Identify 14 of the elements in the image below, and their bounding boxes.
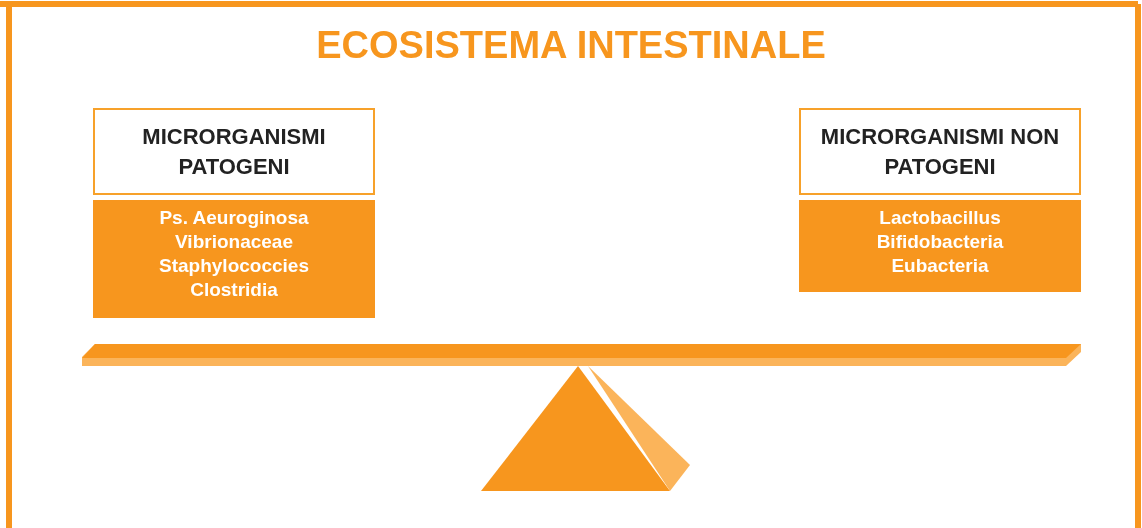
list-item: Ps. Aeuroginosa xyxy=(158,206,310,230)
list-item: Vibrionaceae xyxy=(174,230,294,254)
list-box xyxy=(93,200,375,318)
list-box xyxy=(799,200,1081,292)
title: ECOSISTEMA INTESTINALE xyxy=(315,24,827,67)
header-text: MICRORGANISMI PATOGENI xyxy=(141,122,327,181)
header-text: MICRORGANISMI NON PATOGENI xyxy=(819,122,1061,181)
header-box xyxy=(799,108,1081,195)
list-item: Lactobacillus xyxy=(878,206,1002,230)
list-item: Eubacteria xyxy=(890,254,990,278)
header-box xyxy=(93,108,375,195)
list-item: Bifidobacteria xyxy=(875,230,1005,254)
list-item: Clostridia xyxy=(189,278,279,302)
list-item: Staphylococcies xyxy=(158,254,310,278)
